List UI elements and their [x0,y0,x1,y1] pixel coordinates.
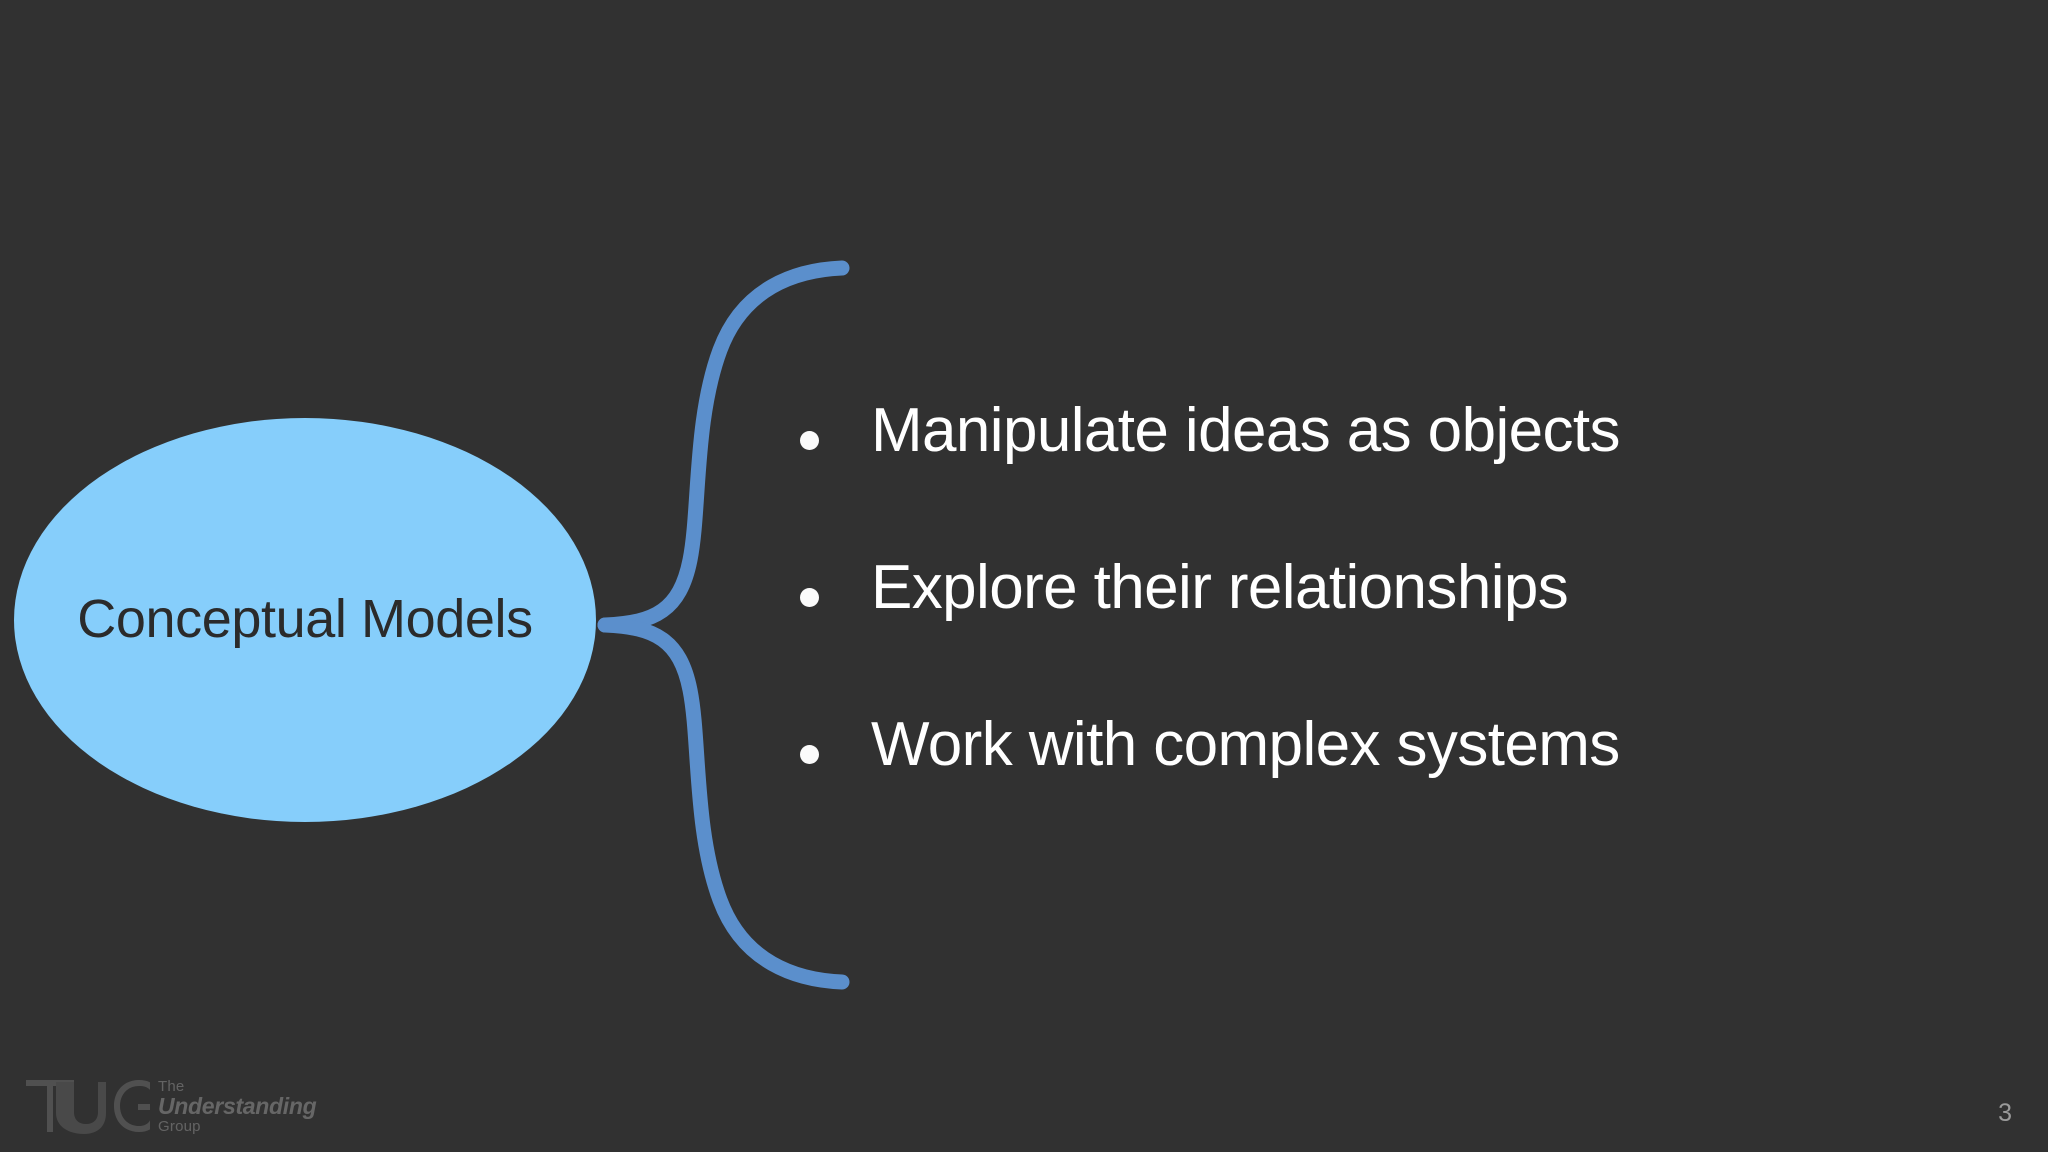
bullet-dot-icon [800,588,819,607]
list-item: Manipulate ideas as objects [800,398,1960,555]
bullet-text: Manipulate ideas as objects [871,396,1621,465]
bullet-dot-icon [800,745,819,764]
logo-line-understanding: Understanding [158,1092,317,1119]
bullet-text: Work with complex systems [871,710,1620,779]
footer-logo: The Understanding Group [22,1076,317,1136]
logo-line-the: The [158,1077,185,1095]
tug-monogram-icon [26,1080,150,1134]
concept-node-label: Conceptual Models [77,589,533,650]
bullet-text: Explore their relationships [871,553,1569,622]
bullet-dot-icon [800,431,819,450]
logo-line-group: Group [158,1117,201,1135]
bullet-list: Manipulate ideas as objects Explore thei… [800,398,1960,869]
page-number: 3 [1998,1099,2012,1127]
list-item: Explore their relationships [800,555,1960,712]
concept-node-ellipse: Conceptual Models [14,418,596,822]
list-item: Work with complex systems [800,712,1960,869]
logo-wordmark: The Understanding Group [158,1077,317,1135]
